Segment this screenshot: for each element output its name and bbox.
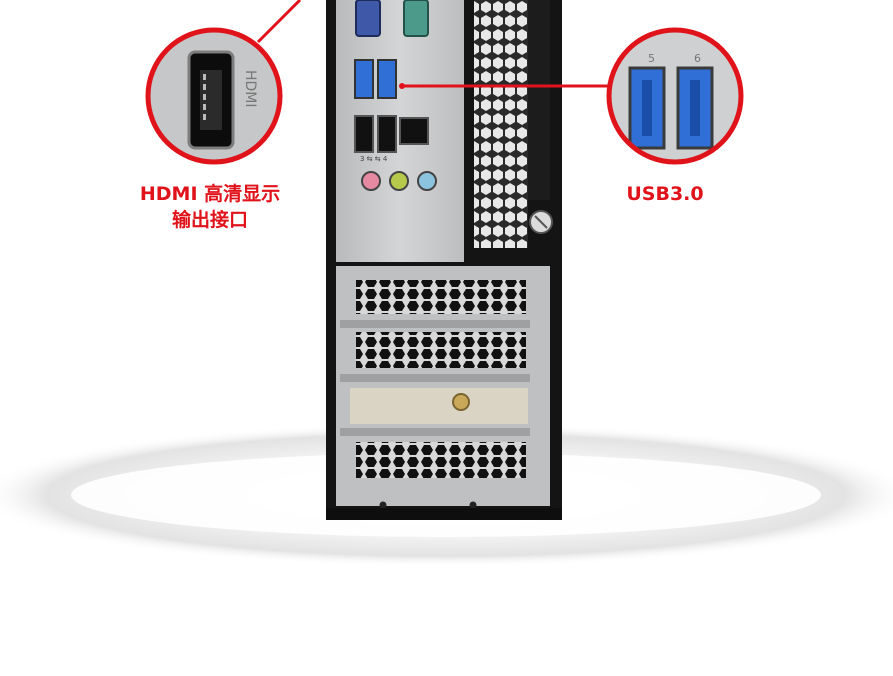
usb2-port-icon <box>354 115 374 153</box>
usb-label-text: USB3.0 <box>626 183 704 205</box>
antenna-connector-icon <box>452 393 470 411</box>
expansion-slot-1 <box>356 280 526 314</box>
vga-port-icon <box>355 0 381 37</box>
hdmi-label-line2: 输出接口 <box>171 209 248 231</box>
hdmi-callout-label: HDMI 高清显示 输出接口 <box>120 181 300 233</box>
side-vent <box>474 0 528 248</box>
audio-row-text: 3 ⇆ ⇆ 4 <box>360 155 388 163</box>
io-panel: 3 ⇆ ⇆ 4 <box>354 0 437 191</box>
hdmi-label-line1: HDMI 高清显示 <box>139 183 281 205</box>
usb-port-number-6: 6 <box>694 52 701 65</box>
serial-port-icon <box>403 0 429 37</box>
usb-port-number-5: 5 <box>648 52 655 65</box>
usb-callout-label: USB3.0 <box>590 181 740 207</box>
hdmi-logo-mark: HDMI <box>242 70 258 108</box>
ethernet-port-icon <box>399 117 429 145</box>
hdmi-zoom-callout: HDMI <box>145 27 283 165</box>
usb3-port-icon <box>354 59 374 99</box>
usb3-port-icon <box>377 59 397 99</box>
expansion-slot-2 <box>356 332 526 368</box>
expansion-slot-4 <box>356 442 526 478</box>
audio-jack-icon <box>417 171 437 191</box>
audio-jack-icon <box>389 171 409 191</box>
audio-jack-icon <box>361 171 381 191</box>
expansion-slot-3-bracket <box>350 388 528 424</box>
hdmi-leader-line <box>256 0 302 44</box>
usb2-port-icon <box>377 115 397 153</box>
usb-zoom-callout: 5 6 <box>606 27 744 165</box>
